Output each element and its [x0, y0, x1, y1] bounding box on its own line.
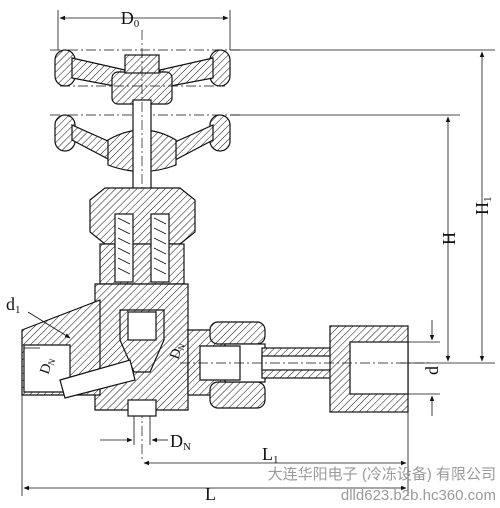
- d1-sub: 1: [15, 304, 21, 316]
- dim-d1: d1: [6, 294, 71, 339]
- d0-label: D: [121, 8, 134, 28]
- dim-h1: H1: [230, 49, 495, 364]
- dn-bottom-sub: N: [183, 441, 191, 453]
- dn-mid: DN: [168, 340, 188, 361]
- dim-l: L: [21, 395, 409, 504]
- l1-label: L: [262, 444, 273, 464]
- valve-body: [21, 283, 189, 445]
- h1-label: H: [472, 202, 492, 215]
- h1-sub: 1: [482, 197, 494, 203]
- d1-label: d: [6, 294, 15, 314]
- dn-bottom-label: D: [170, 431, 183, 451]
- watermark-company: 大连华阳电子 (冷冻设备) 有限公司: [268, 465, 496, 483]
- dn-left: DN: [38, 355, 58, 376]
- h-label: H: [439, 232, 459, 245]
- bonnet: [89, 187, 196, 285]
- watermark-site: dlld623.b2b.hc360.com: [341, 487, 496, 504]
- svg-text:H1: H1: [472, 197, 494, 216]
- dim-d0: D0: [57, 8, 231, 50]
- dim-d: d: [408, 320, 442, 416]
- d0-sub: 0: [134, 18, 140, 30]
- dim-l1: L1: [143, 412, 409, 470]
- dim-dn-bottom: DN: [100, 431, 191, 453]
- l-label: L: [205, 484, 216, 504]
- svg-text:DN: DN: [170, 431, 191, 453]
- svg-text:D0: D0: [121, 8, 140, 30]
- d-label: d: [422, 366, 442, 375]
- handwheel: [50, 49, 240, 173]
- dim-h: H: [230, 114, 460, 362]
- svg-text:d1: d1: [6, 294, 21, 316]
- l1-sub: 1: [273, 454, 279, 466]
- svg-text:L1: L1: [262, 444, 279, 466]
- outlet-assembly: [180, 321, 430, 413]
